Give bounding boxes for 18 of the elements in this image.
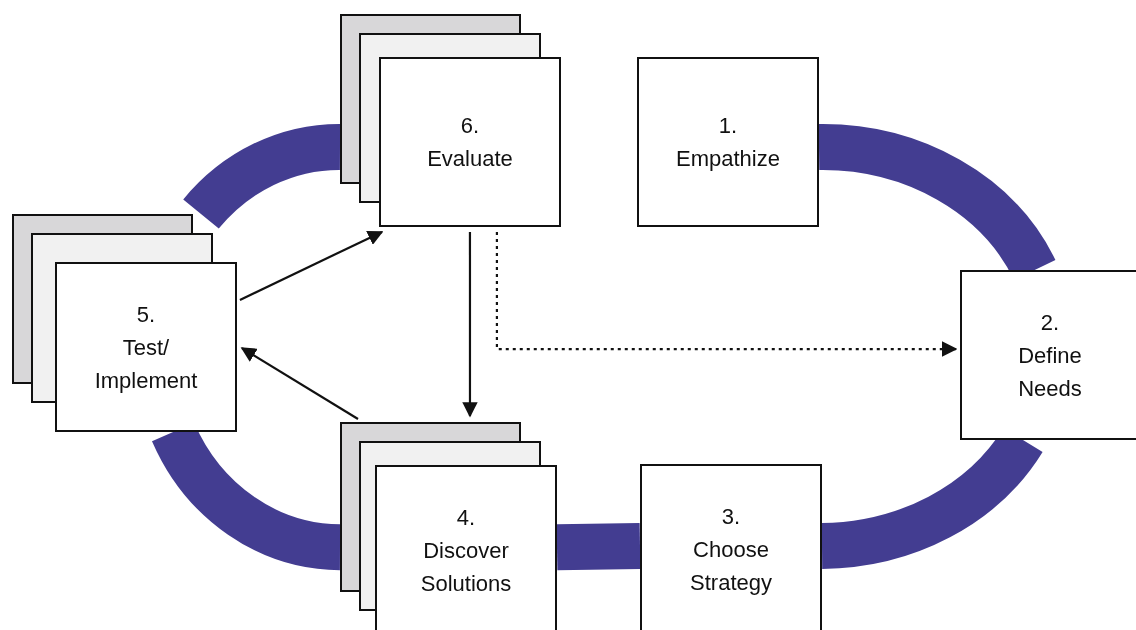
step-number: 2. (1039, 308, 1061, 337)
loop-band (556, 522, 641, 571)
step-label: Test/ Implement (93, 333, 199, 395)
arrow (462, 231, 478, 418)
step-number: 1. (717, 112, 739, 140)
step-number: 5. (135, 300, 157, 329)
step-label: Define Needs (1017, 341, 1083, 403)
step-number: 3. (720, 502, 742, 531)
arrow (495, 231, 958, 357)
step-label: Empathize (675, 145, 781, 173)
arrow (240, 347, 359, 420)
step-label: Discover Solutions (419, 536, 513, 598)
step-label: Evaluate (426, 145, 514, 173)
step-number: 6. (459, 112, 481, 140)
arrow (239, 230, 384, 301)
step-label: Choose Strategy (689, 535, 773, 597)
step-number: 4. (455, 503, 477, 532)
loop-band (184, 123, 342, 230)
